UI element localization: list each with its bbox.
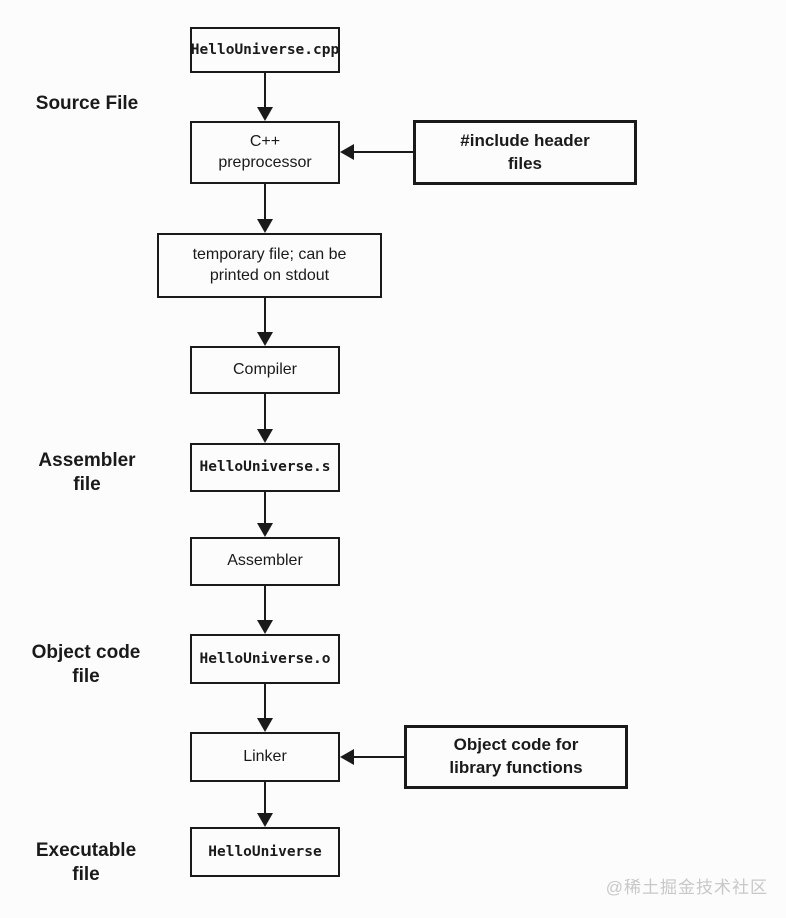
arrow-down-icon-tempfile-to-compiler [264, 298, 266, 332]
arrow-left-icon-libraries-to-linker [354, 756, 404, 758]
node-library-object-code: Object code for library functions [404, 725, 628, 789]
arrow-down-icon-objectfile-to-linker [264, 684, 266, 718]
arrow-down-icon-assembler-to-objectfile [264, 586, 266, 620]
watermark-text: @稀土掘金技术社区 [605, 878, 768, 897]
arrow-down-icon-preprocessor-to-tempfile [264, 184, 266, 219]
node-temporary-file: temporary file; can be printed on stdout [157, 233, 382, 298]
arrow-down-icon-assemblyfile-to-assembler [264, 492, 266, 523]
arrow-down-icon-source-to-preprocessor [264, 73, 266, 107]
stage-label-object-code-file: Object code file [31, 642, 141, 687]
arrow-down-icon-linker-to-executable [264, 782, 266, 813]
stage-label-source-file: Source File [35, 93, 139, 114]
node-preprocessor: C++ preprocessor [190, 121, 340, 184]
arrow-left-icon-headers-to-preprocessor [354, 151, 413, 153]
node-executable: HelloUniverse [190, 827, 340, 877]
node-include-headers: #include header files [413, 120, 637, 185]
arrow-down-icon-compiler-to-assemblyfile [264, 394, 266, 429]
node-compiler: Compiler [190, 346, 340, 394]
node-linker: Linker [190, 732, 340, 782]
node-object-file: HelloUniverse.o [190, 634, 340, 684]
node-assembly-file: HelloUniverse.s [190, 443, 340, 492]
stage-label-assembler-file: Assembler file [38, 450, 136, 495]
node-assembler: Assembler [190, 537, 340, 586]
stage-label-executable-file: Executable file [35, 840, 137, 885]
node-source-file: HelloUniverse.cpp [190, 27, 340, 73]
